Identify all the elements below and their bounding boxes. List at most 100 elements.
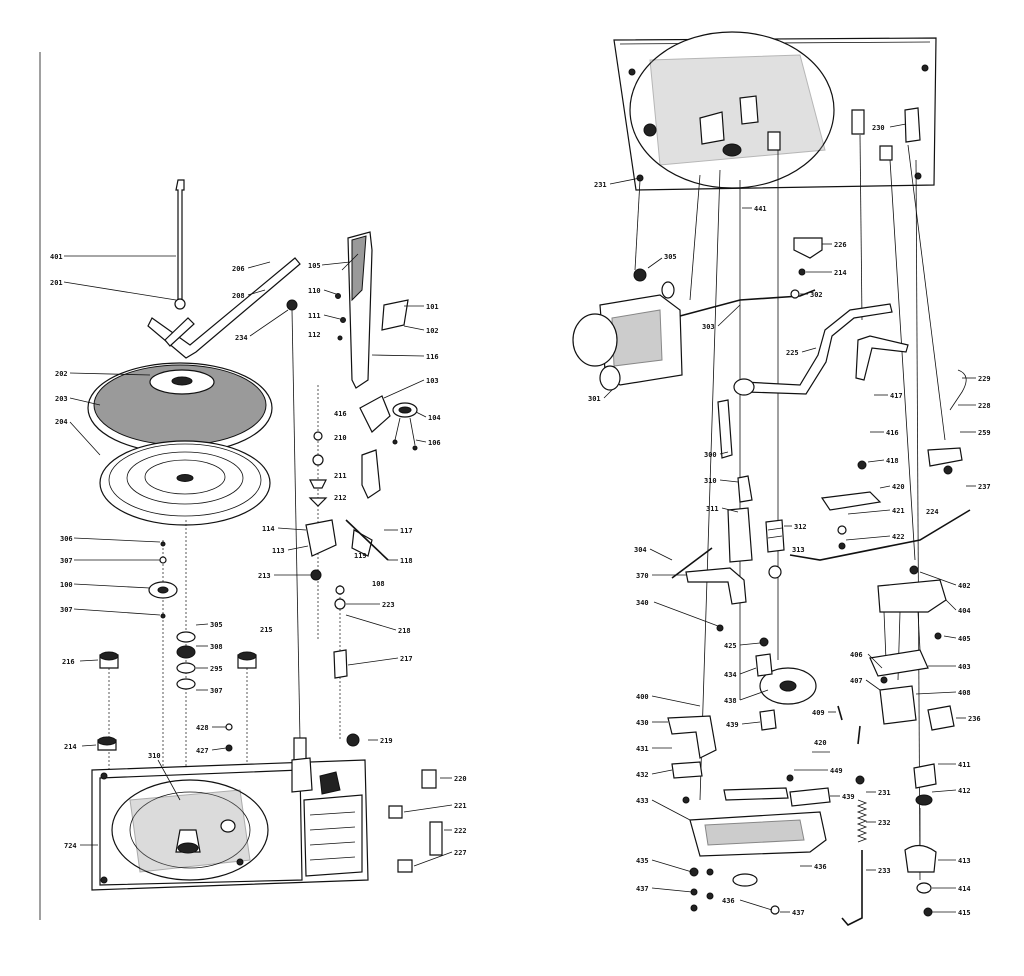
label-225: 225 (786, 349, 799, 357)
label-436: 436 (814, 863, 827, 871)
label-206: 206 (232, 265, 245, 273)
label-111: 111 (308, 312, 321, 320)
label-113: 113 (272, 547, 285, 555)
label-313: 313 (792, 546, 805, 554)
label-432: 432 (636, 771, 649, 779)
label-295: 295 (210, 665, 223, 673)
bracket-226-part (793, 237, 823, 276)
label-229: 229 (978, 375, 991, 383)
label-414: 414 (958, 885, 971, 893)
label-417: 417 (890, 392, 903, 400)
label-407: 407 (850, 677, 863, 685)
label-425: 425 (724, 642, 737, 650)
label-220: 220 (454, 775, 467, 783)
label-b-436: 436 (722, 897, 735, 905)
label-228: 228 (978, 402, 991, 410)
label-108: 108 (372, 580, 385, 588)
label-404: 404 (958, 607, 971, 615)
spindle-washers (148, 540, 178, 770)
label-310: 310 (148, 752, 161, 760)
label-301: 301 (588, 395, 601, 403)
label-438: 438 (724, 697, 737, 705)
left-assembly: 401 201 206 208 234 202 203 204 105 110 … (39, 52, 467, 920)
label-103: 103 (426, 377, 439, 385)
label-449: 449 (830, 767, 843, 775)
shaft-300-part (717, 399, 785, 563)
label-r-224: 224 (926, 508, 939, 516)
platter-part (87, 362, 273, 454)
label-308: 308 (210, 643, 223, 651)
label-211: 211 (334, 472, 347, 480)
label-411: 411 (958, 761, 971, 769)
label-208: 208 (232, 292, 245, 300)
label-102: 102 (426, 327, 439, 335)
right-post-part (237, 651, 257, 770)
label-117: 117 (400, 527, 413, 535)
label-421: 421 (892, 507, 905, 515)
label-221: 221 (454, 802, 467, 810)
label-r-416: 416 (886, 429, 899, 437)
label-431: 431 (636, 745, 649, 753)
rod-217-part (333, 585, 360, 747)
label-420b: 420 (814, 739, 827, 747)
small-clips-parts (388, 769, 443, 873)
label-300: 300 (704, 451, 717, 459)
label-237: 237 (978, 483, 991, 491)
turntable-mat-part (99, 440, 271, 526)
label-306: 306 (60, 535, 73, 543)
tone-arm-part (335, 231, 409, 389)
label-116: 116 (426, 353, 439, 361)
label-219a: 219 (380, 737, 393, 745)
right-assembly: 230 231 441 305 226 214 302 303 301 225 … (572, 31, 991, 926)
label-307c: 307 (210, 687, 223, 695)
arm-lift-block-part (345, 449, 389, 561)
label-217: 217 (400, 655, 413, 663)
label-305: 305 (210, 621, 223, 629)
label-402: 402 (958, 582, 971, 590)
label-439: 439 (726, 721, 739, 729)
bottom-screws (689, 867, 780, 915)
label-433: 433 (636, 797, 649, 805)
label-427: 427 (196, 747, 209, 755)
label-218: 218 (398, 627, 411, 635)
label-118: 118 (400, 557, 413, 565)
label-408: 408 (958, 689, 971, 697)
label-413: 413 (958, 857, 971, 865)
label-105: 105 (308, 262, 321, 270)
label-r-230: 230 (872, 124, 885, 132)
label-439b: 439 (842, 793, 855, 801)
label-119: 119 (354, 552, 367, 560)
label-r-214: 214 (834, 269, 847, 277)
label-304: 304 (634, 546, 647, 554)
idler-disk-part (755, 637, 817, 731)
label-370: 370 (636, 572, 649, 580)
arm-pivot-column (305, 385, 337, 640)
label-441: 441 (754, 205, 767, 213)
label-234: 234 (235, 334, 248, 342)
label-233: 233 (878, 867, 891, 875)
label-204: 204 (55, 418, 68, 426)
label-302: 302 (810, 291, 823, 299)
label-340: 340 (636, 599, 649, 607)
label-227: 227 (454, 849, 467, 857)
label-r-310: 310 (704, 477, 717, 485)
label-422: 422 (892, 533, 905, 541)
label-406: 406 (850, 651, 863, 659)
label-405: 405 (958, 635, 971, 643)
label-b-437: 437 (792, 909, 805, 917)
label-430: 430 (636, 719, 649, 727)
label-106: 106 (428, 439, 441, 447)
label-435: 435 (636, 857, 649, 865)
record-support-arm-part (147, 257, 301, 359)
linkage-rod-part (679, 289, 816, 317)
lever-225-part (733, 303, 893, 396)
label-437: 437 (636, 885, 649, 893)
motor-part (572, 268, 683, 391)
label-416: 416 (334, 410, 347, 418)
cartridge-part (359, 395, 418, 451)
lever-417-part (820, 335, 909, 550)
label-420: 420 (892, 483, 905, 491)
label-307b: 307 (60, 606, 73, 614)
label-403: 403 (958, 663, 971, 671)
link-304-part (671, 547, 747, 632)
